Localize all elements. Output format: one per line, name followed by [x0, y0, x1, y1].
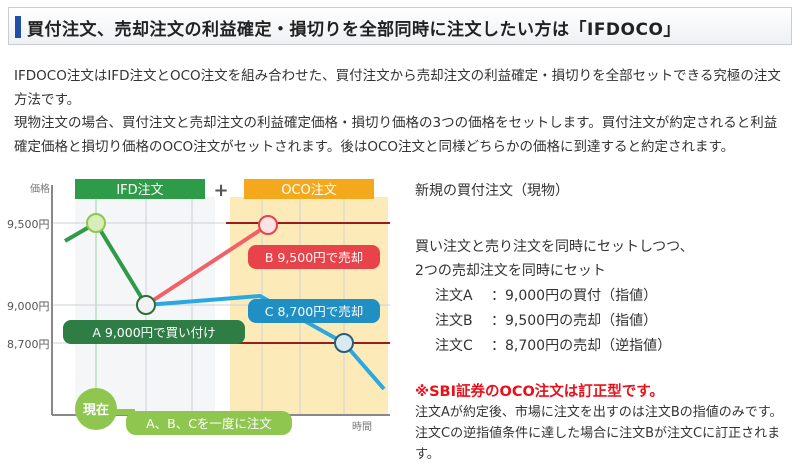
- oco-header-label: OCO注文: [281, 183, 337, 198]
- all-orders-box: [126, 411, 292, 435]
- summary-line-1: 買い注文と売り注文を同時にセットしつつ、: [415, 239, 694, 255]
- oco-note: ※SBI証券のOCO注文は訂正型です。: [415, 384, 664, 400]
- price-line-red: [144, 223, 270, 307]
- label-c-text: C 8,700円で売却: [265, 304, 364, 319]
- plus-sign: +: [213, 180, 228, 201]
- summary-line-2: 2つの売却注文を同時にセット: [415, 263, 606, 279]
- order-row-a: 注文A ：9,000円の買付（指値）: [435, 285, 657, 305]
- summary-subtitle: 新規の買付注文（現物）: [415, 183, 569, 199]
- section-header: 買付注文、売却注文の利益確定・損切りを全部同時に注文したい方は「IFDOCO」: [8, 7, 792, 45]
- point-start: [86, 213, 106, 233]
- oco-header: [244, 179, 374, 199]
- page-title: 買付注文、売却注文の利益確定・損切りを全部同時に注文したい方は「IFDOCO」: [27, 20, 681, 40]
- label-a-box: [63, 320, 245, 344]
- intro-text: IFDOCO注文はIFD注文とOCO注文を組み合わせた、買付注文から売却注文の利…: [14, 65, 786, 159]
- ifd-header-label: IFD注文: [116, 183, 163, 198]
- oco-explanation: 注文Aが約定後、市場に注文を出すのは注文Bの指値のみです。注文Cの逆指値条件に達…: [415, 405, 783, 462]
- point-a: [136, 295, 156, 315]
- label-b-box: [248, 245, 380, 269]
- order-name: 注文B: [435, 313, 473, 329]
- intro-paragraph-1: IFDOCO注文はIFD注文とOCO注文を組み合わせた、買付注文から売却注文の利…: [14, 68, 781, 108]
- header-accent-bar: [15, 16, 21, 38]
- intro-paragraph-2: 現物注文の場合、買付注文と売却注文の利益確定価格・損切り価格の3つの価格をセット…: [14, 115, 778, 155]
- ifdoco-diagram: 価格 時間 9,500円 9,000円 8,700円 IFD注文 + OCO注文…: [7, 179, 390, 435]
- price-label-9500: 9,500円: [7, 218, 50, 231]
- all-orders-text: A、B、Cを一度に注文: [146, 416, 272, 431]
- order-detail: ：9,000円の買付（指値）: [491, 288, 658, 304]
- order-name: 注文C: [435, 338, 473, 354]
- axis-time-label: 時間: [352, 421, 372, 433]
- now-connector: [115, 409, 135, 415]
- label-c-box: [248, 299, 380, 323]
- axis-price-label: 価格: [30, 182, 50, 195]
- label-a-text: A 9,000円で買い付け: [92, 325, 215, 340]
- order-detail: ：8,700円の売却（逆指値）: [491, 338, 672, 354]
- now-text: 現在: [83, 402, 109, 418]
- price-label-8700: 8,700円: [7, 338, 50, 351]
- order-detail: ：9,500円の売却（指値）: [491, 313, 658, 329]
- now-badge: [75, 388, 117, 430]
- order-row-b: 注文B ：9,500円の売却（指値）: [435, 310, 657, 330]
- order-name: 注文A: [435, 288, 473, 304]
- point-c: [334, 333, 354, 353]
- ifd-header: [75, 179, 205, 199]
- price-label-9000: 9,000円: [7, 300, 50, 313]
- label-b-text: B 9,500円で売却: [265, 250, 363, 265]
- point-b: [258, 215, 278, 235]
- order-row-c: 注文C ：8,700円の売却（逆指値）: [435, 335, 671, 355]
